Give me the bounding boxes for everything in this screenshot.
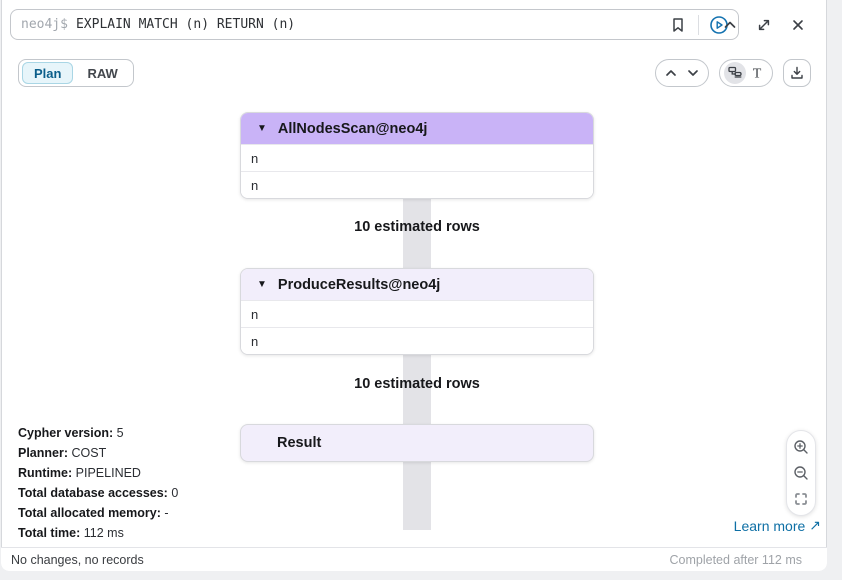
zoom-out-icon [792,464,810,482]
previous-frame-button[interactable] [660,62,682,84]
stat-line: Planner: COST [18,446,107,460]
plan-view-toggle-pill: T [719,59,773,87]
collapse-triangle-icon: ▼ [257,279,267,290]
plan-summary-stats: Cypher version: 5 Planner: COST Runtime:… [18,423,178,543]
query-string: EXPLAIN MATCH (n) RETURN (n) [75,17,296,32]
operator-identifier-row: n [241,327,593,354]
query-bar-row: neo4j$ EXPLAIN MATCH (n) RETURN (n) [0,0,827,49]
chevron-up-icon [663,65,679,81]
estimated-rows-label: 10 estimated rows [354,219,480,235]
save-bookmark-button[interactable] [665,12,691,38]
query-plan-canvas[interactable]: ▼ AllNodesScan@neo4j n n 10 estimated ro… [0,90,827,546]
stat-line: Total allocated memory: - [18,506,169,520]
expand-icon [755,16,773,34]
status-summary: No changes, no records [11,552,144,567]
fit-view-icon [792,490,810,508]
fit-to-screen-button[interactable] [789,487,813,511]
stat-line: Total time: 112 ms [18,526,124,540]
learn-more-label: Learn more [733,517,806,534]
estimated-rows-label: 10 estimated rows [354,376,480,392]
query-editor[interactable]: neo4j$ EXPLAIN MATCH (n) RETURN (n) [10,9,739,40]
operator-name: ProduceResults@neo4j [277,276,441,293]
plan-diagram-icon [727,65,743,81]
tab-group: Plan RAW [18,59,134,87]
operator-name: AllNodesScan@neo4j [277,120,428,137]
operator-header[interactable]: ▼ AllNodesScan@neo4j [241,113,593,144]
completion-time: Completed after 112 ms [669,552,802,567]
query-prompt: neo4j$ [21,17,68,32]
next-frame-button[interactable] [682,62,704,84]
chevron-down-icon [685,65,701,81]
zoom-in-icon [792,438,810,456]
stat-line: Total database accesses: 0 [18,486,179,500]
operator-allnodesscan: ▼ AllNodesScan@neo4j n n [240,112,594,199]
collapse-triangle-icon: ▼ [257,123,267,134]
chevron-up-icon [721,16,739,34]
bookmark-icon [669,16,687,34]
frame-nav-pill [655,59,709,87]
stat-line: Runtime: PIPELINED [18,466,141,480]
download-button[interactable] [783,59,811,87]
expand-frame-button[interactable] [751,12,777,38]
close-icon [789,16,807,34]
result-node: Result [240,424,594,462]
divider [698,14,699,35]
view-tabs-row: Plan RAW [0,56,827,90]
operator-produceresults: ▼ ProduceResults@neo4j n n [240,268,594,355]
external-link-arrow-icon: ↗ [809,517,821,533]
operator-identifier-row: n [241,144,593,171]
collapse-frame-button[interactable] [717,12,743,38]
svg-text:T: T [753,67,762,82]
frame-status-footer: No changes, no records Completed after 1… [1,547,827,571]
stat-line: Cypher version: 5 [18,426,124,440]
learn-more-link[interactable]: Learn more ↗ [734,517,821,534]
text-view-icon: T [749,65,765,82]
text-plan-view-button[interactable]: T [746,62,768,84]
query-text[interactable]: neo4j$ EXPLAIN MATCH (n) RETURN (n) [21,17,665,32]
operator-identifier-row: n [241,300,593,327]
tab-plan[interactable]: Plan [22,62,74,84]
zoom-in-button[interactable] [789,435,813,459]
close-frame-button[interactable] [785,12,811,38]
operator-identifier-row: n [241,171,593,198]
operator-header[interactable]: ▼ ProduceResults@neo4j [241,269,593,300]
graph-plan-view-button[interactable] [724,62,746,84]
download-icon [789,65,805,81]
tab-raw[interactable]: RAW [75,62,129,84]
canvas-zoom-toolbar [786,430,816,516]
zoom-out-button[interactable] [789,461,813,485]
